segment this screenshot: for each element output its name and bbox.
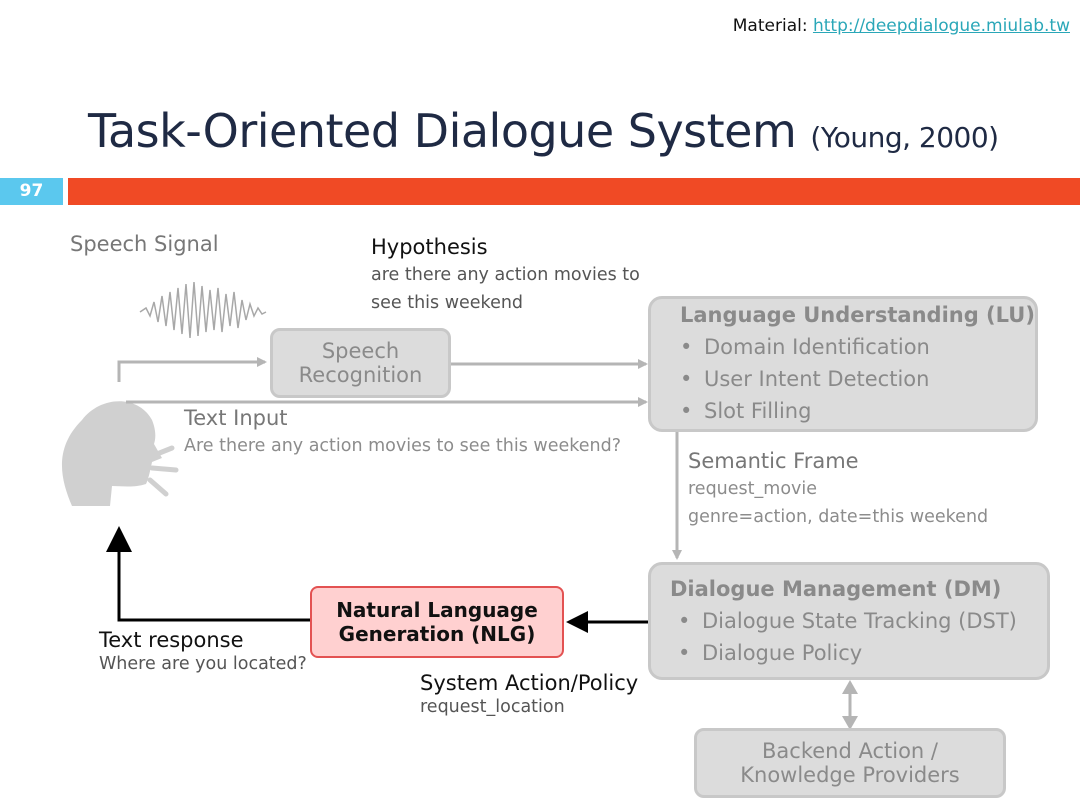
hypothesis-title: Hypothesis [371, 235, 488, 259]
lu-list: Domain Identification User Intent Detect… [680, 331, 1035, 427]
nlg-line1: Natural Language [336, 598, 538, 622]
text-input-title: Text Input [184, 406, 288, 430]
text-response-title: Text response [99, 628, 244, 652]
dm-list: Dialogue State Tracking (DST) Dialogue P… [670, 605, 1047, 669]
backend-line2: Knowledge Providers [740, 763, 960, 787]
title-citation: (Young, 2000) [810, 121, 999, 154]
hypothesis-block: Hypothesis are there any action movies t… [371, 235, 640, 317]
sound-waves-icon [147, 445, 179, 497]
text-response-text: Where are you located? [99, 654, 307, 674]
text-response-block: Text response Where are you located? [99, 628, 307, 678]
hypothesis-line2: see this weekend [371, 293, 524, 313]
text-input-block: Text Input Are there any action movies t… [184, 406, 621, 460]
system-action-title: System Action/Policy [420, 671, 639, 695]
dm-item-dst: Dialogue State Tracking (DST) [678, 605, 1047, 637]
semantic-frame-line1: request_movie [688, 479, 818, 499]
backend-line1: Backend Action / [762, 739, 938, 763]
semantic-frame-block: Semantic Frame request_movie genre=actio… [688, 449, 988, 531]
dm-title: Dialogue Management (DM) [670, 577, 1002, 601]
material-source: Material: http://deepdialogue.miulab.tw [733, 16, 1070, 36]
title-text: Task-Oriented Dialogue System [88, 104, 797, 158]
semantic-frame-title: Semantic Frame [688, 449, 859, 473]
text-input-text: Are there any action movies to see this … [184, 436, 622, 456]
system-action-block: System Action/Policy request_location [420, 671, 638, 721]
title-bar [68, 178, 1080, 205]
speech-signal-label: Speech Signal [70, 232, 219, 256]
backend-box: Backend Action / Knowledge Providers [694, 728, 1006, 798]
nlg-box: Natural Language Generation (NLG) [310, 586, 564, 658]
lu-item-slot-filling: Slot Filling [680, 395, 1035, 427]
dm-box: Dialogue Management (DM) Dialogue State … [648, 562, 1050, 680]
speech-recognition-line2: Recognition [298, 363, 423, 387]
hypothesis-line1: are there any action movies to [371, 265, 640, 285]
arrow-speech-to-asr [117, 357, 267, 382]
speech-recognition-line1: Speech [321, 339, 400, 363]
material-label: Material: [732, 16, 808, 36]
arrow-nlg-to-user [117, 544, 310, 622]
waveform-icon [139, 281, 267, 339]
speech-recognition-box: Speech Recognition [270, 328, 451, 398]
lu-item-user-intent-detection: User Intent Detection [680, 363, 1035, 395]
speaker-head-icon [61, 401, 162, 506]
nlg-line2: Generation (NLG) [338, 622, 536, 646]
lu-box: Language Understanding (LU) Domain Ident… [648, 296, 1038, 432]
arrow-nlg-to-user-head [106, 526, 132, 552]
lu-title: Language Understanding (LU) [680, 303, 1035, 327]
slide-title: Task-Oriented Dialogue System (Young, 20… [88, 104, 999, 158]
slide-number: 97 [0, 178, 63, 205]
lu-item-domain-identification: Domain Identification [680, 331, 1035, 363]
system-action-text: request_location [420, 697, 565, 717]
arrow-dm-backend [842, 680, 858, 730]
arrow-dm-to-nlg-head [566, 611, 588, 633]
dm-item-dialogue-policy: Dialogue Policy [678, 637, 1047, 669]
semantic-frame-line2: genre=action, date=this weekend [688, 507, 989, 527]
material-link[interactable]: http://deepdialogue.miulab.tw [812, 16, 1070, 36]
